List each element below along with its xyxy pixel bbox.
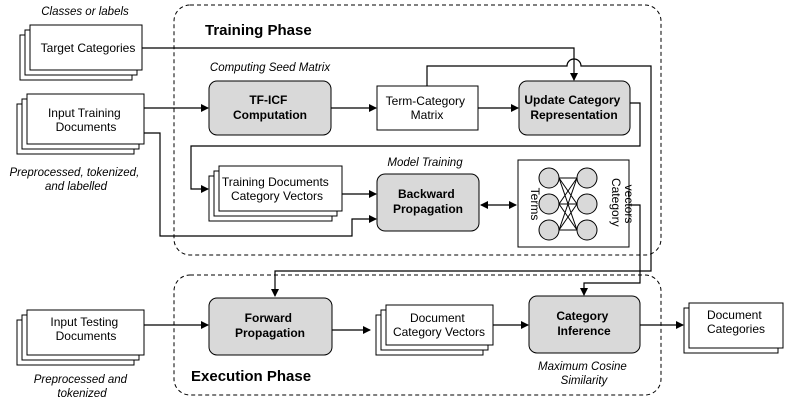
tf-icf-computation-node: TF-ICF Computation — [208, 80, 332, 136]
svg-text:Term-Category Matrix: Term-Category Matrix — [386, 94, 469, 122]
svg-text:Input Testing Documents: Input Testing Documents — [50, 315, 121, 343]
svg-text:Backward Propagation: Backward Propagation — [393, 187, 463, 216]
note-preprocessed-testing: Preprocessed and tokenized — [34, 374, 131, 400]
input-testing-documents-node: Input Testing Documents — [16, 309, 145, 366]
term-category-matrix-node: Term-Category Matrix — [376, 85, 479, 131]
document-category-vectors-node: Document Category Vectors — [375, 304, 494, 356]
note-computing-seed-matrix: Computing Seed Matrix — [210, 62, 331, 74]
svg-text:Category vectors: Category vectors — [609, 178, 636, 230]
training-phase-container — [173, 4, 662, 256]
document-categories-node: Document Categories — [683, 302, 784, 354]
note-classes-or-labels: Classes or labels — [41, 6, 129, 18]
svg-text:TF-ICF Computation: TF-ICF Computation — [233, 93, 307, 122]
execution-phase-title: Execution Phase — [191, 368, 311, 385]
input-training-documents-node: Input Training Documents — [16, 93, 145, 155]
note-preprocessed-training: Preprocessed, tokenized, and labelled — [10, 167, 143, 193]
edge-training-to-backward — [144, 132, 377, 237]
training-phase-title: Training Phase — [205, 22, 312, 39]
category-inference-node: Category Inference — [528, 295, 641, 354]
backward-propagation-node: Backward Propagation — [376, 173, 480, 232]
execution-phase-container — [173, 274, 662, 396]
note-max-cosine-similarity: Maximum Cosine Similarity — [538, 361, 630, 387]
svg-text:Document Categories: Document Categories — [707, 308, 765, 336]
svg-text:Update Category Represen: Update Category Representation — [524, 93, 623, 122]
svg-text:Input Training Documents: Input Training Documents — [48, 106, 124, 134]
update-category-representation-node: Update Category Representation — [518, 80, 631, 136]
note-model-training: Model Training — [387, 157, 463, 169]
svg-text:Document Category Vector: Document Category Vectors — [393, 311, 485, 339]
target-categories-node: Target Categories — [19, 24, 143, 81]
svg-text:Forward Propagation: Forward Propagation — [235, 311, 305, 340]
forward-propagation-node: Forward Propagation — [208, 297, 333, 356]
neural-network-node: Terms Category vectors — [517, 159, 636, 248]
svg-text:Training Documents Categ: Training Documents Category Vectors — [222, 175, 332, 203]
edge-update-to-training-vectors — [190, 102, 641, 193]
svg-text:Terms: Terms — [528, 188, 542, 221]
svg-text:Target Categories: Target Categories — [41, 41, 136, 55]
edge-target-to-update — [142, 47, 578, 81]
training-document-vectors-node: Training Documents Category Vectors — [208, 165, 343, 222]
edge-network-to-inference — [580, 204, 641, 296]
edge-matrix-feedback-loop — [271, 58, 652, 297]
svg-text:Category Inference: Category Inference — [556, 309, 611, 338]
